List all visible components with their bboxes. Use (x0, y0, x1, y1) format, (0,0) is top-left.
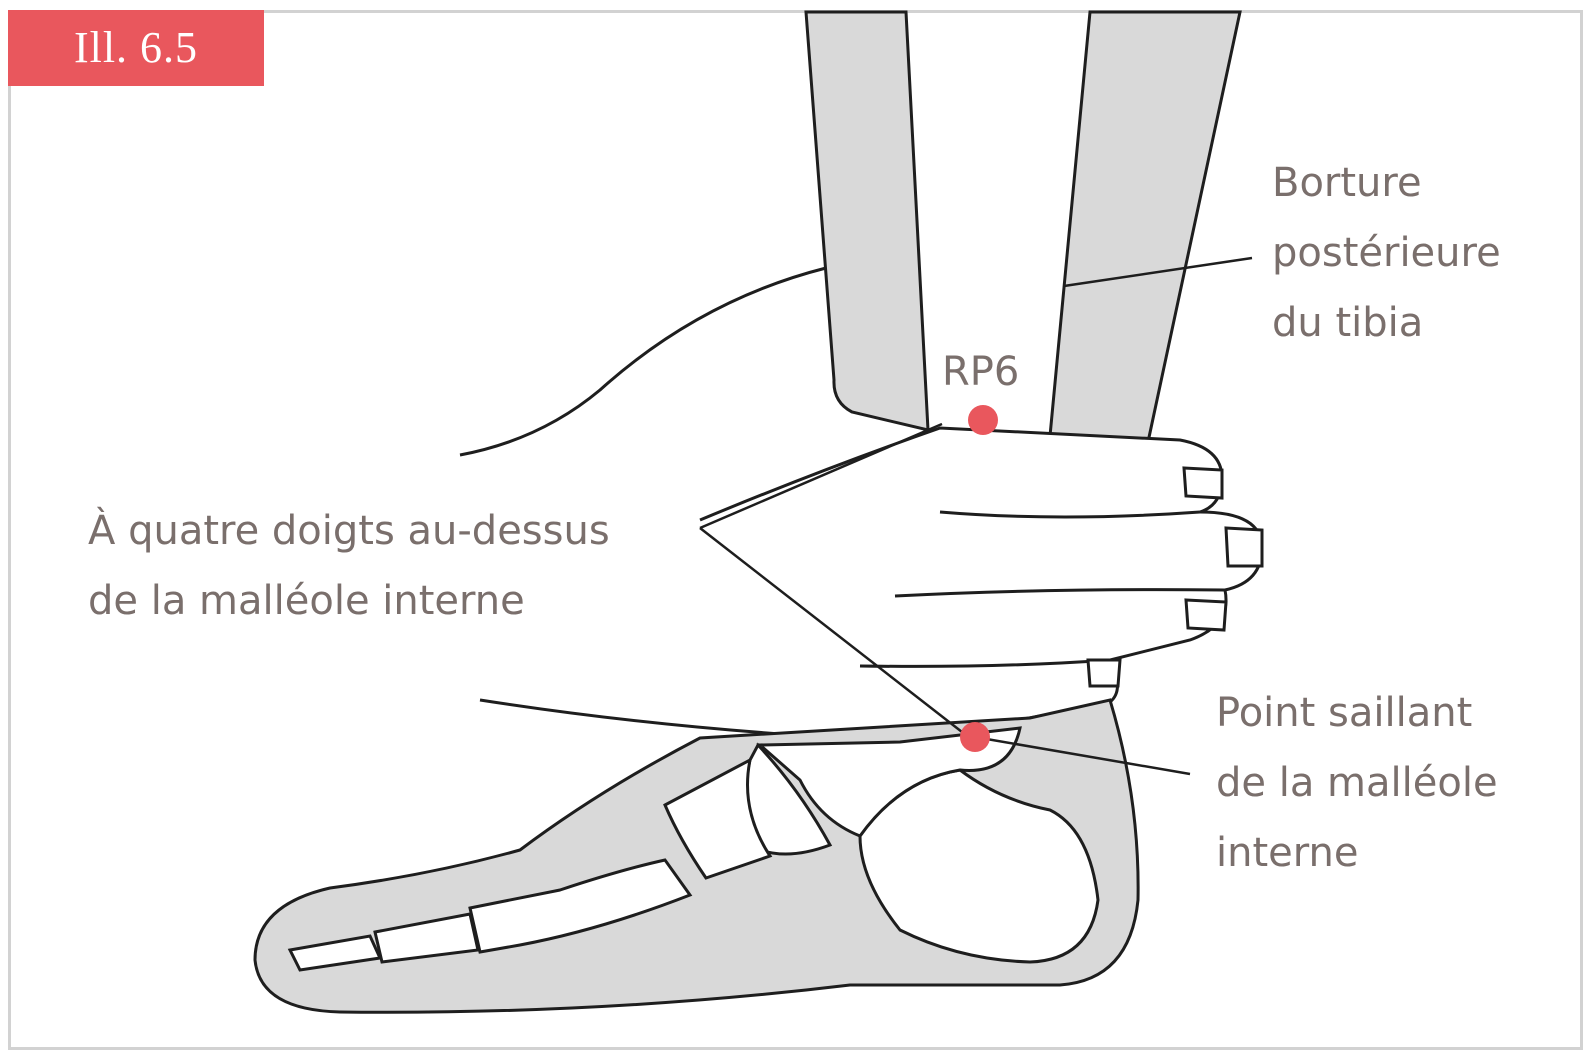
fingernail-4 (1088, 660, 1120, 686)
malleolus-callout-line-2: de la malléole (1216, 748, 1498, 818)
malleolus-point (960, 722, 990, 752)
figure-label: Ill. 6.5 (8, 10, 264, 86)
calf-outline (460, 268, 826, 455)
malleolus-callout-line-3: interne (1216, 818, 1498, 888)
tibia-callout-line-2: postérieure (1272, 218, 1501, 288)
four-fingers-callout-line-2: de la malléole interne (88, 566, 610, 636)
fingernail-2 (1226, 528, 1262, 566)
fibula-bone (1050, 12, 1240, 442)
malleolus-callout: Point saillant de la malléole interne (1216, 678, 1498, 888)
rp6-label: RP6 (942, 350, 1019, 394)
tibia-callout: Borture postérieure du tibia (1272, 148, 1501, 358)
malleolus-callout-line-1: Point saillant (1216, 678, 1498, 748)
fingernail-1 (1184, 468, 1222, 498)
fingernail-3 (1186, 600, 1226, 630)
tibia-callout-line-3: du tibia (1272, 288, 1501, 358)
rp6-point (968, 405, 998, 435)
tibia-bone (806, 12, 928, 430)
four-fingers-callout: À quatre doigts au-dessus de la malléole… (88, 496, 610, 636)
four-fingers-callout-line-1: À quatre doigts au-dessus (88, 496, 610, 566)
tibia-callout-line-1: Borture (1272, 148, 1501, 218)
